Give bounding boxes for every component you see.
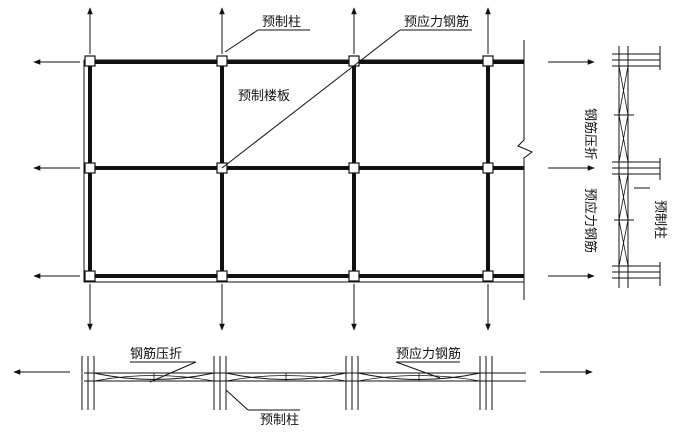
label-bent-bottom: 钢筋压折: [130, 346, 182, 362]
label-column-bottom: 预制柱: [260, 413, 299, 427]
prestressed-diagonal: [221, 29, 401, 169]
side-section: [612, 46, 661, 288]
label-prestressed-side: 预应力钢筋: [582, 188, 598, 253]
bottom-section: [81, 356, 526, 411]
plan-columns: [84, 55, 494, 282]
label-slab: 预制楼板: [238, 89, 290, 104]
plan-arrows: [33, 7, 595, 331]
label-column-side: 预制柱: [652, 200, 667, 239]
label-prestressed-top: 预应力钢筋: [404, 14, 469, 30]
label-bent-side: 钢筋压折: [582, 108, 598, 160]
plan-view: 预制柱 预应力钢筋 预制楼板: [33, 7, 595, 331]
label-column-top: 预制柱: [262, 15, 301, 30]
column-leader-top: [224, 29, 259, 53]
label-prestressed-bottom: 预应力钢筋: [396, 346, 461, 362]
plan-beams: [88, 60, 524, 280]
